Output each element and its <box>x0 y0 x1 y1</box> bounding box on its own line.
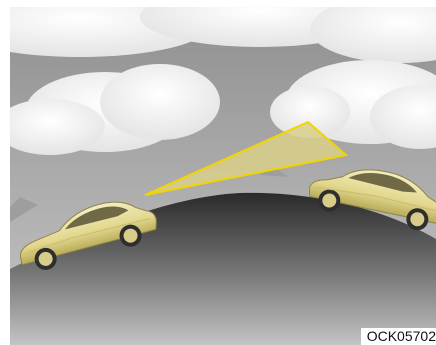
figure-code-label: OCK05702 <box>361 328 436 345</box>
illustration-frame: OCK05702 <box>10 7 436 345</box>
hill-crest-scene <box>10 7 436 345</box>
